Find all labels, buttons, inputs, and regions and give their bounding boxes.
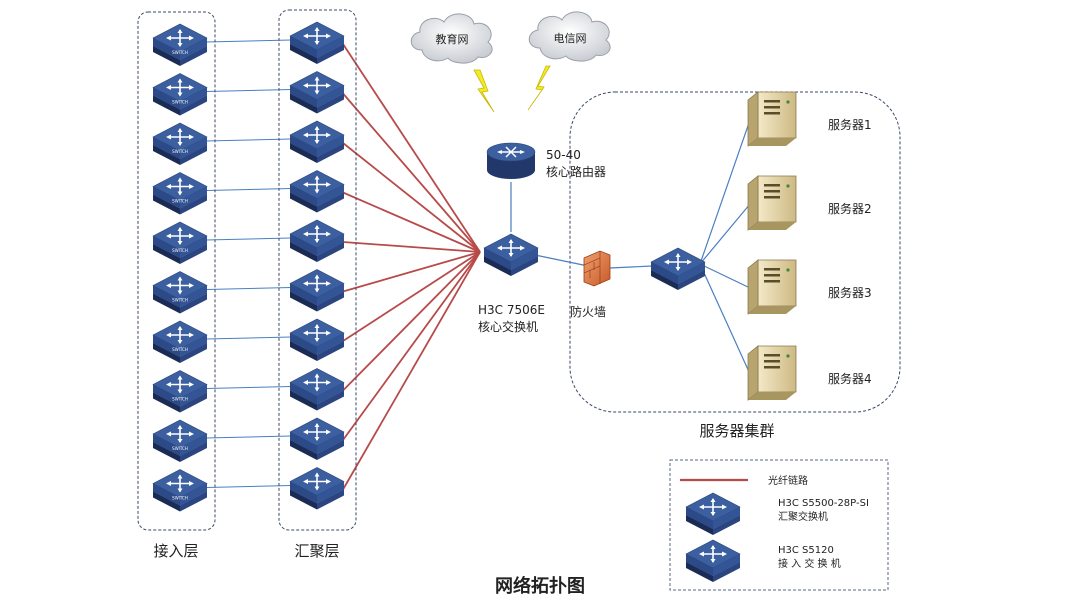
server-icon — [747, 175, 797, 231]
legend-access-name: 接 入 交 换 机 — [778, 557, 841, 570]
servers: 服务器1 服务器2 服务器3 服务器4 — [747, 91, 872, 401]
switch-badge: SWITCH — [172, 397, 188, 402]
access-switch: SWITCH — [152, 270, 208, 315]
access-link — [205, 336, 292, 340]
aggregation-switch — [289, 120, 345, 164]
core-switch-model: H3C 7506E — [478, 303, 545, 317]
access-link — [205, 39, 292, 43]
access-link — [205, 89, 292, 92]
server-icon — [747, 259, 797, 315]
aggregation-switch — [289, 417, 345, 461]
access-link — [205, 485, 292, 488]
fiber-link — [342, 251, 481, 441]
legend-agg-model: H3C S5500-28P-SI — [778, 498, 869, 509]
cloud-education-label: 教育网 — [436, 32, 469, 46]
legend-fiber-label: 光纤链路 — [768, 474, 808, 487]
aggregation-switch — [289, 169, 345, 214]
server-cluster-label: 服务器集群 — [699, 422, 774, 440]
fiber-link — [342, 142, 481, 253]
firewall-label: 防火墙 — [570, 304, 606, 319]
lightning-education-icon — [473, 69, 495, 113]
fiber-link — [342, 251, 481, 342]
core-switch — [483, 233, 539, 277]
server-icon — [747, 345, 797, 401]
switch-badge: SWITCH — [172, 199, 188, 204]
access-link — [205, 287, 292, 290]
aggregation-switch — [289, 318, 345, 362]
legend-agg-name: 汇聚交换机 — [778, 510, 828, 523]
fiber-link — [342, 251, 481, 490]
access-switch: SWITCH — [152, 122, 208, 166]
server-links — [699, 119, 751, 375]
fiber-link — [342, 241, 481, 253]
access-aggregation-links — [205, 39, 292, 488]
core-switch-name: 核心交换机 — [478, 319, 538, 334]
legend: 光纤链路 H3C S5500-28P-SI 汇聚交换机 H3C S5120 接 … — [669, 459, 889, 591]
switch-badge: SWITCH — [172, 149, 188, 154]
router-model: 50-40 — [546, 148, 581, 162]
aggregation-switch — [289, 21, 345, 65]
access-switch: SWITCH — [152, 369, 208, 414]
switch-badge: SWITCH — [172, 347, 188, 352]
access-link — [205, 188, 292, 191]
server-icon — [747, 91, 797, 147]
server-label: 服务器3 — [828, 285, 872, 300]
firewall-icon — [583, 250, 611, 287]
cloud-telecom: 电信网 — [528, 11, 611, 62]
aggregation-layer-label: 汇聚层 — [294, 542, 339, 560]
cloud-education: 教育网 — [410, 13, 493, 64]
core-router — [486, 142, 536, 180]
fiber-links — [342, 43, 481, 490]
fiber-link — [342, 251, 481, 392]
access-link — [205, 138, 292, 142]
fiber-link — [342, 92, 481, 253]
access-layer-label: 接入层 — [153, 542, 198, 560]
aggregation-switch — [289, 70, 345, 115]
fiber-link — [342, 43, 481, 253]
router-name: 核心路由器 — [546, 164, 606, 179]
access-switch: SWITCH — [152, 419, 208, 463]
server-link — [699, 203, 751, 265]
fiber-link — [342, 251, 481, 293]
cloud-telecom-label: 电信网 — [554, 32, 587, 45]
server-label: 服务器2 — [828, 201, 872, 216]
aggregation-switch — [289, 219, 345, 263]
aggregation-switch — [289, 268, 345, 313]
diagram-title: 网络拓扑图 — [495, 575, 585, 597]
access-link — [205, 386, 292, 389]
access-switch: SWITCH — [152, 221, 208, 265]
access-link — [205, 435, 292, 439]
server-link — [699, 119, 751, 265]
access-switch: SWITCH — [152, 171, 208, 216]
switch-badge: SWITCH — [172, 446, 188, 451]
switch-badge: SWITCH — [172, 496, 188, 501]
server-link — [699, 263, 751, 289]
access-switch-column: SWITCH SWITCH SWITCH SWITCH SWITCH SWITCH SWIT… — [152, 23, 208, 513]
lightning-telecom-icon — [527, 65, 551, 111]
access-switch: SWITCH — [152, 23, 208, 67]
aggregation-switch — [289, 466, 345, 511]
fiber-link — [342, 191, 481, 253]
switch-badge: SWITCH — [172, 50, 188, 55]
cluster-switch — [650, 247, 706, 291]
legend-access-model: H3C S5120 — [778, 545, 834, 556]
server-link — [699, 263, 751, 375]
server-cluster-box — [569, 91, 901, 413]
switch-badge: SWITCH — [172, 248, 188, 253]
aggregation-switch — [289, 367, 345, 412]
aggregation-layer-box — [278, 9, 357, 531]
server-label: 服务器4 — [828, 371, 872, 386]
core-firewall-link — [534, 254, 589, 267]
switch-badge: SWITCH — [172, 298, 188, 303]
server-label: 服务器1 — [828, 117, 872, 132]
firewall-cluster-link — [609, 265, 653, 269]
aggregation-switch-column — [289, 21, 345, 511]
switch-badge: SWITCH — [172, 100, 188, 105]
access-layer-box — [137, 11, 216, 531]
access-switch: SWITCH — [152, 320, 208, 364]
access-link — [205, 237, 292, 241]
access-switch: SWITCH — [152, 72, 208, 117]
access-switch: SWITCH — [152, 468, 208, 513]
